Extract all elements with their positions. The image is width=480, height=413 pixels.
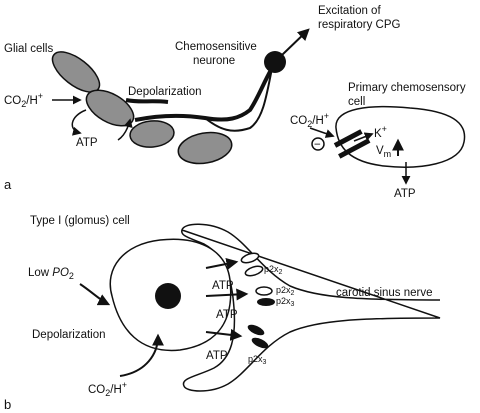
p2x3-label-lower: p2x3 bbox=[248, 354, 267, 366]
glial-cell-3 bbox=[129, 120, 175, 148]
atp-label-b3: ATP bbox=[206, 350, 228, 362]
receptor-p2x3-lower bbox=[247, 324, 265, 336]
panel-b-letter: b bbox=[4, 397, 11, 412]
co2-arrow-b bbox=[119, 333, 164, 377]
atp-label-b2: ATP bbox=[216, 309, 238, 321]
atp-arrow-2 bbox=[205, 288, 249, 301]
type1-cell-label: Type I (glomus) cell bbox=[30, 215, 130, 227]
co2-h-label-a: CO2/H+ bbox=[4, 91, 43, 109]
k-plus-label: K+ bbox=[374, 124, 387, 140]
co2-h-label-b: CO2/H+ bbox=[88, 380, 127, 398]
channel-bar-1 bbox=[333, 129, 363, 148]
glial-cell-cluster bbox=[51, 51, 233, 165]
vm-label: Vm bbox=[376, 145, 391, 159]
atp-label-a: ATP bbox=[76, 137, 98, 149]
receptor-p2x2-upper bbox=[240, 252, 260, 264]
channel-bar-2 bbox=[338, 138, 371, 159]
p2x2-label-middle: p2x2 bbox=[276, 285, 295, 297]
glial-cell-1 bbox=[51, 51, 101, 93]
atp-label-primary: ATP bbox=[394, 188, 416, 200]
receptor-p2x3-middle bbox=[257, 298, 275, 306]
atp-arrow-in bbox=[71, 109, 87, 136]
glial-cell-4 bbox=[177, 131, 233, 165]
atp-arrow-3 bbox=[205, 328, 243, 341]
receptor-p2x2-middle bbox=[255, 286, 273, 296]
atp-arrow-out bbox=[117, 118, 133, 141]
primary-cell-outline bbox=[335, 105, 466, 168]
panel-a-letter: a bbox=[4, 177, 12, 192]
neurone-dendrite bbox=[204, 67, 273, 132]
low-po2-label: Low PO2 bbox=[28, 267, 74, 281]
p2x2-label-upper: p2x2 bbox=[264, 264, 283, 276]
minus-sign: − bbox=[314, 139, 321, 151]
p2x3-label-middle: p2x3 bbox=[276, 296, 295, 308]
receptor-p2x3-lower-b bbox=[251, 337, 269, 349]
panel-a: a Glial cells CO2/H+ ATP Depolarization … bbox=[4, 5, 466, 200]
excitation-arrow bbox=[281, 28, 310, 56]
depolarization-label-b: Depolarization bbox=[32, 329, 106, 341]
co2-arrow-primary bbox=[309, 127, 335, 138]
carotid-sinus-nerve-label: carotid sinus nerve bbox=[336, 287, 433, 299]
minus-circle bbox=[311, 137, 325, 151]
panel-b: b Type I (glomus) cell Low PO2 Depolariz… bbox=[4, 215, 441, 412]
glial-cells-label: Glial cells bbox=[4, 43, 53, 55]
neurone-branch-upper bbox=[125, 98, 169, 104]
primary-chemosensory-cell: − bbox=[309, 105, 466, 185]
receptor-p2x2-upper-b bbox=[244, 265, 264, 277]
depolarization-label-a: Depolarization bbox=[128, 86, 202, 98]
neurone-axon bbox=[134, 67, 274, 122]
glomus-nucleus bbox=[155, 283, 181, 309]
atp-arrow-1 bbox=[205, 257, 239, 270]
neurone-soma bbox=[264, 51, 286, 73]
co2-h-label-primary: CO2/H+ bbox=[290, 111, 329, 129]
low-po2-arrow bbox=[79, 283, 111, 306]
atp-label-b1: ATP bbox=[212, 280, 234, 292]
k-arrow bbox=[353, 132, 374, 142]
chemosensitive-neurone bbox=[125, 51, 286, 132]
